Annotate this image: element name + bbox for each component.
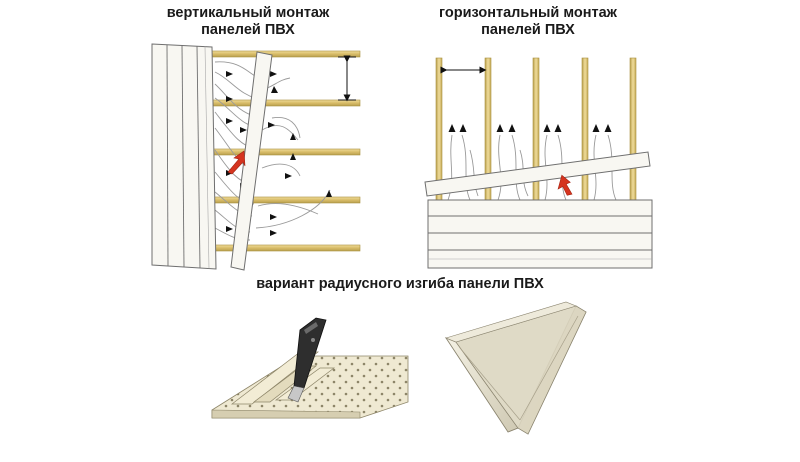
knife-blade <box>287 385 305 403</box>
knife-handle <box>293 317 327 389</box>
caption-vertical-mount: вертикальный монтаж панелей ПВХ <box>118 5 378 39</box>
vertical-mount-diagram <box>151 43 361 271</box>
caption-horizontal-line2: панелей ПВХ <box>481 22 575 38</box>
air-arrow <box>226 226 233 232</box>
air-arrow <box>326 190 332 197</box>
batten-spacing-dimension <box>338 55 356 102</box>
insert-arrow-red <box>227 150 246 175</box>
air-arrow <box>240 127 247 133</box>
air-arrow <box>459 124 467 132</box>
mounted-panels-h <box>427 199 653 269</box>
air-arrow <box>554 124 562 132</box>
caption-radius-bend: вариант радиусного изгиба панели ПВХ <box>256 276 544 292</box>
air-arrow <box>448 124 456 132</box>
tilted-panel-h <box>424 151 651 197</box>
air-arrow <box>268 122 275 128</box>
insert-arrow-red-h <box>557 174 573 196</box>
batten <box>199 50 361 58</box>
tilted-panel <box>230 51 273 271</box>
mounted-panels <box>151 43 217 270</box>
air-arrow <box>508 124 516 132</box>
air-arrow <box>226 96 233 102</box>
air-arrow <box>270 214 277 220</box>
air-arrow <box>226 71 233 77</box>
air-arrow <box>270 230 277 236</box>
batten <box>199 244 361 252</box>
caption-vertical-line2: панелей ПВХ <box>201 22 295 38</box>
knife <box>287 317 327 403</box>
batten <box>199 148 361 156</box>
bend-with-knife-illustration <box>211 317 409 419</box>
v-bend-illustration <box>444 301 587 435</box>
air-arrow <box>604 124 612 132</box>
air-arrow <box>592 124 600 132</box>
horizontal-mount-diagram <box>424 57 653 269</box>
air-arrow <box>290 133 296 140</box>
air-arrow <box>271 86 278 93</box>
air-arrow <box>285 173 292 179</box>
air-arrow <box>496 124 504 132</box>
airflow-arrows-h <box>448 124 612 132</box>
caption-horizontal-line1: горизонтальный монтаж <box>439 5 617 21</box>
air-arrow <box>290 153 296 160</box>
caption-horizontal-mount: горизонтальный монтаж панелей ПВХ <box>398 5 658 39</box>
air-arrow <box>543 124 551 132</box>
air-arrow <box>270 71 277 77</box>
panel-block-h <box>427 199 653 269</box>
caption-vertical-line1: вертикальный монтаж <box>166 5 330 21</box>
air-arrow <box>226 118 233 124</box>
